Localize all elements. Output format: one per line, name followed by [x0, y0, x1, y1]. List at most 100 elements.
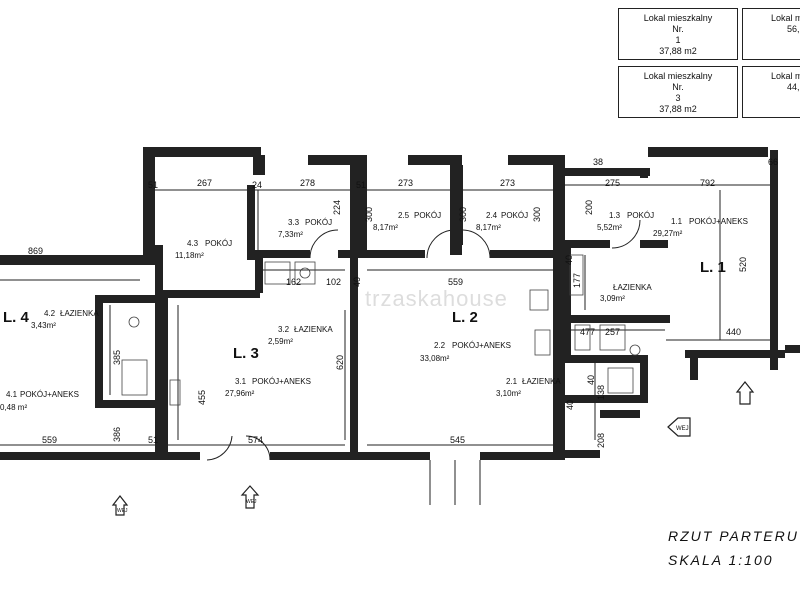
dim-label: 224 — [332, 200, 342, 215]
room-id: 4.1 — [6, 390, 18, 399]
legend-number: 1 — [675, 35, 681, 45]
legend-title: Lokal mieszkalny — [643, 13, 713, 23]
entrance-label: WEJ — [246, 499, 257, 505]
legend-area: 37,88 m2 — [659, 46, 697, 56]
room-area: 29,27m² — [653, 229, 683, 238]
room-id: 1.3 — [609, 211, 621, 220]
room-id: 3.3 — [288, 218, 300, 227]
walls — [0, 147, 800, 460]
room-area: 8,17m² — [373, 223, 398, 232]
room-name: POKÓJ+ANEKS — [689, 217, 748, 226]
unit-label-l4: L. 4 — [3, 309, 29, 326]
legend-title: Lokal mieszkalny — [643, 71, 713, 81]
room-area: 8,17m² — [476, 223, 501, 232]
room-area: 5,52m² — [597, 223, 622, 232]
room-name: POKÓJ+ANEKS — [252, 377, 311, 386]
dim-label: 24 — [252, 180, 262, 190]
entrance-markers: WEJ WEJ WEJ — [111, 381, 755, 516]
dim-label: 440 — [726, 327, 741, 337]
dim-label: 177 — [572, 273, 582, 288]
room-area: 11,18m² — [175, 251, 204, 260]
dim-label: 162 — [286, 277, 301, 287]
room-name: POKÓJ — [627, 211, 654, 220]
dim-label: 477 — [580, 327, 595, 337]
dim-label: 300 — [458, 207, 468, 222]
dim-label: 138 — [596, 385, 606, 400]
dim-label: 40 — [586, 375, 596, 385]
dim-label: 300 — [364, 207, 374, 222]
dim-label: 257 — [605, 327, 620, 337]
room-area: 3,09m² — [600, 294, 625, 303]
dim-label: 51 — [356, 180, 366, 190]
dim-label: 273 — [398, 178, 413, 188]
unit-label-l3: L. 3 — [233, 345, 259, 362]
dim-label: 200 — [584, 200, 594, 215]
room-name: POKÓJ+ANEKS — [20, 390, 79, 399]
legend-area: 44, — [787, 82, 800, 92]
dim-label: 66 — [768, 157, 778, 167]
legend-area: 56, — [787, 24, 800, 34]
dim-label: 300 — [532, 207, 542, 222]
room-name: POKÓJ — [305, 218, 332, 227]
dim-label: 520 — [738, 257, 748, 272]
room-name: ŁAZIENKA — [613, 283, 652, 292]
entrance-label: WEJ — [117, 508, 128, 514]
room-area: 33,08m² — [420, 354, 450, 363]
doors — [206, 219, 641, 505]
dim-label: 40 — [565, 400, 575, 410]
room-id: 4.3 — [187, 239, 199, 248]
dim-label: 386 — [112, 427, 122, 442]
dimension-labels: 51 267 24 278 51 273 273 38 275 792 66 2… — [28, 157, 778, 448]
room-name: POKÓJ — [205, 239, 232, 248]
room-labels: 4.3 POKÓJ 11,18m² 3.3 POKÓJ 7,33m² 2.5 P… — [0, 211, 748, 412]
inner-lines — [0, 184, 770, 446]
room-name: POKÓJ+ANEKS — [452, 341, 511, 350]
unit-labels: L. 1 L. 2 L. 3 L. 4 — [3, 259, 726, 362]
room-id: 1.1 — [671, 217, 683, 226]
room-name: ŁAZIENKA — [294, 325, 333, 334]
legend-title: Lokal m — [771, 13, 800, 23]
legend-box-4: Lokal m 44, — [742, 66, 800, 118]
plan-scale: SKALA 1:100 — [668, 552, 774, 568]
room-area: 27,96m² — [225, 389, 255, 398]
dim-label: 208 — [596, 433, 606, 448]
room-area: 2,59m² — [268, 337, 293, 346]
room-id: 2.1 — [506, 377, 518, 386]
room-id: 2.4 — [486, 211, 498, 220]
plan-title: RZUT PARTERU — [668, 528, 799, 544]
dim-label: 38 — [593, 157, 603, 167]
dim-label: 385 — [112, 350, 122, 365]
unit-label-l2: L. 2 — [452, 309, 478, 326]
dim-label: 102 — [326, 277, 341, 287]
legend-box-3: Lokal mieszkalny Nr. 3 37,88 m2 — [618, 66, 738, 118]
dim-label: 51 — [148, 180, 158, 190]
room-area: 0,48 m² — [0, 403, 27, 412]
legend-title: Lokal m — [771, 71, 800, 81]
legend-nr: Nr. — [672, 82, 684, 92]
watermark: trzaskahouse — [365, 286, 508, 311]
dim-label: 869 — [28, 246, 43, 256]
room-id: 4.2 — [44, 309, 56, 318]
room-area: 3,10m² — [496, 389, 521, 398]
room-id: 2.2 — [434, 341, 446, 350]
room-area: 3,43m² — [31, 321, 56, 330]
dim-label: 267 — [197, 178, 212, 188]
entrance-arrow-icon — [735, 381, 755, 405]
legend-box-2: Lokal m 56, — [742, 8, 800, 60]
dim-label: 278 — [300, 178, 315, 188]
legend-number: 3 — [675, 93, 681, 103]
dim-label: 40 — [352, 277, 362, 287]
dim-label: 40 — [564, 255, 574, 265]
dim-label: 545 — [450, 435, 465, 445]
room-area: 7,33m² — [278, 230, 303, 239]
entrance-label: WEJ — [676, 426, 689, 432]
fixtures — [121, 254, 641, 406]
room-name: ŁAZIENKA — [60, 309, 99, 318]
unit-label-l1: L. 1 — [700, 259, 726, 276]
dim-label: 620 — [335, 355, 345, 370]
dim-label: 574 — [248, 435, 263, 445]
dim-label: 273 — [500, 178, 515, 188]
dim-label: 455 — [197, 390, 207, 405]
dim-label: 559 — [42, 435, 57, 445]
